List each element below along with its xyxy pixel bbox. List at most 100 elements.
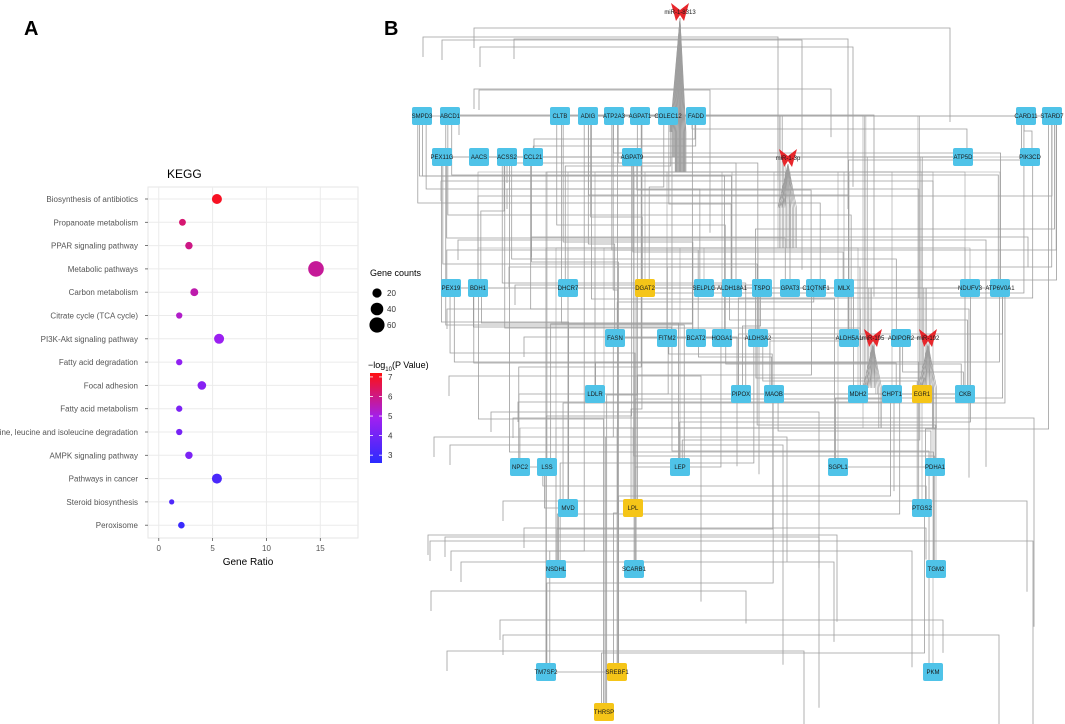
gene-node <box>926 560 946 578</box>
gene-node-label: ATP2A3 <box>603 114 626 120</box>
gene-node-label: MDH2 <box>849 392 867 398</box>
data-point <box>176 428 183 436</box>
gene-node-label: ATP6V0A1 <box>985 286 1015 292</box>
gene-node-label: AGPAT9 <box>621 155 644 161</box>
gene-node <box>694 279 714 297</box>
gene-node-label: TM7SF2 <box>534 670 558 676</box>
gene-node-label: FITM2 <box>658 336 676 342</box>
gene-node <box>882 385 902 403</box>
gene-node-label: ADIPOR2 <box>888 336 915 342</box>
network-edge <box>562 288 1006 508</box>
gene-node-label: FADD <box>688 114 705 120</box>
network-edge <box>632 157 844 288</box>
gene-node <box>955 385 975 403</box>
gene-node-label: SMPD3 <box>412 114 433 120</box>
network-edge <box>479 46 854 187</box>
network-edge <box>449 288 636 569</box>
y-tick-label: Metabolic pathways <box>68 265 138 274</box>
gene-node <box>468 279 488 297</box>
gene-node-label: COLEC12 <box>654 114 682 120</box>
gene-node <box>828 458 848 476</box>
network-edge <box>446 650 805 724</box>
network-edge <box>446 116 1057 288</box>
grid-lines <box>148 187 358 538</box>
network-edge <box>442 157 758 338</box>
network-edge <box>617 116 759 288</box>
color-legend-title: −log10(P Value) <box>368 360 429 373</box>
gene-node-label: CLTB <box>553 114 568 120</box>
mirna-node-label: miR-192 <box>917 336 940 342</box>
network-edge <box>430 590 747 624</box>
gene-node <box>834 279 854 297</box>
gene-node <box>497 148 517 166</box>
kegg-bubble-chart: KEGG Biosynthesis of antibioticsPropanoa… <box>0 167 429 568</box>
x-tick-label: 5 <box>210 544 215 553</box>
mirna-fan-edge <box>546 17 683 467</box>
gene-node-label: MLX <box>838 286 850 292</box>
gene-node-label: SELPLG <box>692 286 716 292</box>
mirna-fan-edge <box>865 115 1052 389</box>
gene-node-label: PDHA1 <box>925 465 946 471</box>
gene-node <box>546 560 566 578</box>
gene-node-label: EGR1 <box>914 392 931 398</box>
color-legend-title-suffix: (P Value) <box>392 360 429 370</box>
gene-node-label: LDLR <box>587 392 603 398</box>
network-edge <box>725 338 962 394</box>
network-edge <box>441 39 803 270</box>
gene-node-label: DGAT2 <box>635 286 655 292</box>
gene-node <box>510 458 530 476</box>
network-edge <box>504 157 861 394</box>
data-point <box>197 381 207 390</box>
network-edge <box>508 266 861 348</box>
network-edge <box>561 116 679 467</box>
gene-node-label: DHCR7 <box>558 286 579 292</box>
chart-title: KEGG <box>167 167 202 181</box>
network-edge <box>429 540 1034 724</box>
y-tick-label: Focal adhesion <box>84 381 138 390</box>
gene-node-label: TSPO <box>754 286 771 292</box>
y-tick-label: Fatty acid metabolism <box>60 405 138 414</box>
gene-node <box>432 148 452 166</box>
data-point <box>308 261 324 277</box>
x-tick-label: 15 <box>316 544 325 553</box>
gene-node <box>953 148 973 166</box>
gene-node-label: LSS <box>541 465 552 471</box>
data-point <box>190 288 199 297</box>
mirna-fan-edge <box>679 163 789 467</box>
network-edge <box>637 288 812 508</box>
gene-node-label: ALDH5A1 <box>836 336 863 342</box>
network-edge <box>587 116 616 338</box>
data-point <box>185 241 193 250</box>
color-legend-label: 3 <box>388 451 393 460</box>
gene-node-label: BCAT2 <box>687 336 707 342</box>
mirna-fan-edge <box>679 17 923 508</box>
network-edge <box>473 88 832 138</box>
gene-node <box>925 458 945 476</box>
network-edge <box>618 394 891 672</box>
network-edge <box>473 288 897 394</box>
color-legend-label: 5 <box>388 412 393 421</box>
gene-node <box>960 279 980 297</box>
network-edge <box>562 116 694 338</box>
network-edge <box>444 536 820 708</box>
y-tick-label: Fatty acid degradation <box>59 358 138 367</box>
mirna-fan-edge <box>616 343 937 672</box>
gene-node-label: LEP <box>674 465 685 471</box>
gene-node <box>839 329 859 347</box>
gene-node-label: AGPAT1 <box>629 114 652 120</box>
mirna-fan-edge <box>781 115 1052 209</box>
network-edge <box>613 116 618 672</box>
y-tick-label: Steroid biosynthesis <box>66 498 138 507</box>
gene-node <box>712 329 732 347</box>
y-tick-label: Valine, leucine and isoleucine degradati… <box>0 428 138 437</box>
gene-node <box>686 329 706 347</box>
network-edge <box>591 116 835 467</box>
network-edge <box>449 444 784 665</box>
panel-b-letter: B <box>384 18 398 40</box>
gene-node-label: ACSS2 <box>497 155 517 161</box>
network-edge <box>545 157 633 672</box>
gene-node <box>1016 107 1036 125</box>
gene-node-label: TGM2 <box>928 567 945 573</box>
size-legend-label: 20 <box>387 289 396 298</box>
network-edge <box>440 180 934 271</box>
